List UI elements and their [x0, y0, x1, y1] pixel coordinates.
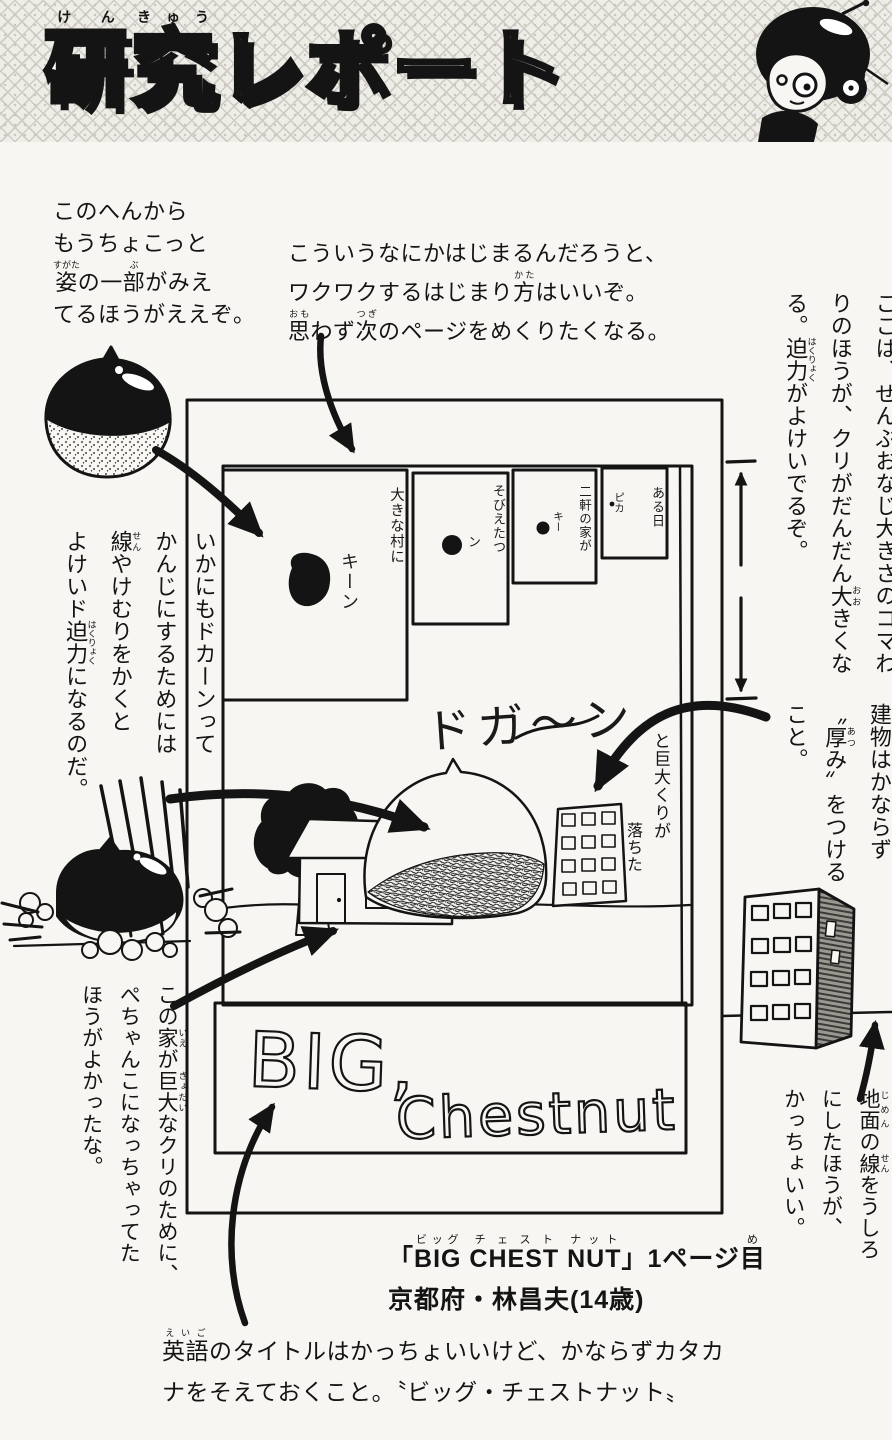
arrow-impact [165, 789, 431, 833]
burst-dashes [0, 887, 242, 942]
panel-2-sfx: キー [552, 511, 564, 532]
antenna-icon [841, 1, 865, 16]
arrow-building [593, 700, 771, 793]
drawn-title-chestnut: Chestnut [394, 1076, 680, 1154]
note-top-left: このへんからもうちょこっと姿すがたの一部ぶがみえてるほうがええぞ。 [53, 199, 256, 328]
falling-chestnut-dots [288, 501, 615, 607]
submission-caption: 「BIGビッグ CHESTチェスト NUTナット」1ページ目め京都府・林昌夫(1… [388, 1234, 766, 1315]
panel-4-sfx: キーン [339, 552, 359, 612]
panel-3-label: そびえたつ [491, 484, 506, 554]
mouth [789, 100, 805, 105]
building-windows [749, 901, 813, 1022]
note-panel-size: ここは、ぜんぶおなじ大おおきさのコマわりのほうが、クリがだんだん大おおきくなる。… [783, 292, 892, 675]
panel-1 [600, 466, 669, 560]
panel-1-label: ある日 [650, 486, 665, 528]
village-scene [222, 714, 692, 936]
helmet-character-illustration [756, 0, 889, 142]
note-flattened-house: この家いえが巨大きょだいなクリのために、ぺちゃんこになっちゃってたほうがよかった… [79, 984, 188, 1285]
page-title: 研けん究きゅうレポート [42, 9, 567, 118]
fall-caption-col1: と巨大くりが [651, 732, 670, 840]
note-ground-line: 地面じめんの線せんをうしろにしたほうが、かっちょいい。 [781, 1088, 890, 1260]
arrow-title [228, 1102, 276, 1327]
panel-2-label: 二軒の家が [577, 485, 591, 553]
note-impact-lines: いかにもドカーンってかんじにするためには線せんやけむりをかくとよけいド迫力はくり… [63, 530, 217, 800]
crash-chestnut-illustration [0, 776, 242, 961]
boom-sfx: ドガ〜ン [422, 690, 638, 759]
annotation-arrows [152, 332, 885, 1327]
panel-3-sfx: ン [466, 535, 481, 548]
left-eye-icon [776, 74, 788, 86]
fall-caption-col2: 落ちた [624, 822, 641, 873]
arrow-chestnut-peek [152, 446, 264, 538]
scene-building-windows [561, 811, 617, 896]
drawn-title-big: BIG, [245, 1014, 420, 1111]
note-intro: こういうなにかはじまるんだろうと、ワクワクするはじまり方かたはいいぞ。思おもわず… [288, 241, 671, 345]
house-door [316, 873, 346, 924]
header-banner: 研けん究きゅうレポート [0, 0, 892, 142]
note-english-title: 英語えいごのタイトルはかっちょいいけど、かならずカタカナをそえておくこと。〝ビッ… [162, 1328, 725, 1406]
boom-squiggle [514, 714, 600, 740]
arrow-intro [317, 332, 356, 454]
thickness-building-illustration [720, 887, 892, 1050]
arrow-ground-line [856, 1019, 885, 1103]
panel-2 [511, 468, 598, 585]
panel-4-label: 大きな村に [388, 487, 404, 565]
panel-1-sfx: ピカ [613, 492, 625, 513]
panel-height-measure-arrow [725, 459, 758, 701]
title-panel [213, 1001, 688, 1155]
arrow-house [170, 926, 339, 1010]
chestnut-peek-illustration [44, 345, 172, 479]
chestnut-texture [367, 852, 545, 917]
